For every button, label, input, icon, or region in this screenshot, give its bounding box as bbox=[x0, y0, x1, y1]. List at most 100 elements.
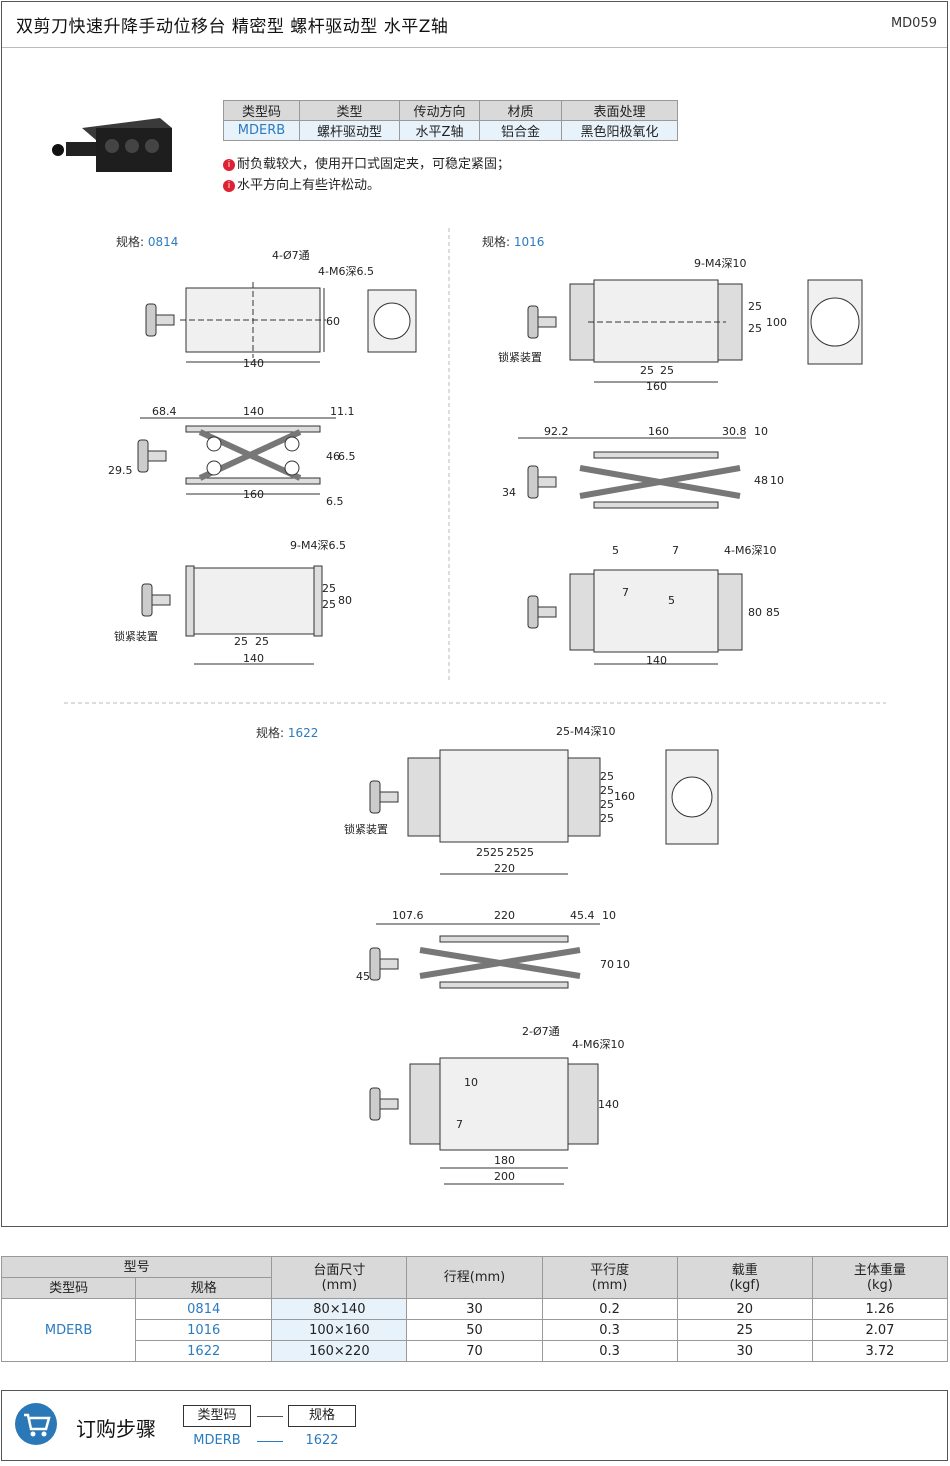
models-table: 型号 台面尺寸 (mm) 行程(mm) 平行度 (mm) 载重 (kgf) 主体… bbox=[0, 1256, 949, 1362]
dim-label: 4-M6深6.5 bbox=[318, 265, 374, 278]
dim-label: 25 bbox=[322, 598, 336, 611]
order-box-spec: 规格 bbox=[288, 1405, 356, 1427]
page-code: MD059 bbox=[890, 16, 937, 31]
models-header-load: 载重 (kgf) bbox=[676, 1256, 813, 1299]
models-spec: 1016 bbox=[135, 1319, 273, 1341]
spec-label-1016: 规格: 1016 bbox=[482, 235, 545, 249]
dim-label: 220 bbox=[494, 909, 515, 922]
table-row: 1016 100×160 50 0.3 25 2.07 bbox=[2, 1319, 949, 1341]
product-image bbox=[52, 118, 172, 172]
models-type-code: MDERB bbox=[0, 1298, 137, 1362]
dim-label: 80 bbox=[338, 594, 352, 607]
dim-label: 45.4 bbox=[570, 909, 595, 922]
dim-label: 25 bbox=[255, 635, 269, 648]
drawing-1016-top bbox=[527, 279, 743, 383]
order-box-type-code: 类型码 bbox=[183, 1405, 251, 1427]
models-stroke: 70 bbox=[406, 1340, 543, 1362]
dim-label: 25 bbox=[506, 846, 520, 859]
models-header-group: 型号 bbox=[0, 1256, 273, 1278]
models-parallel: 0.2 bbox=[541, 1298, 678, 1320]
dim-label: 10 bbox=[770, 474, 784, 487]
dim-label: 140 bbox=[646, 654, 667, 667]
models-load: 20 bbox=[676, 1298, 813, 1320]
dim-label: 10 bbox=[616, 958, 630, 971]
dim-label: 25 bbox=[234, 635, 248, 648]
order-value-type-code: MDERB bbox=[193, 1433, 241, 1448]
cart-icon bbox=[15, 1403, 57, 1445]
models-spec: 1622 bbox=[135, 1340, 273, 1362]
dim-label: 70 bbox=[600, 958, 614, 971]
models-load: 25 bbox=[676, 1319, 813, 1341]
dim-label: 25 bbox=[490, 846, 504, 859]
dim-label: 25 bbox=[322, 582, 336, 595]
dim-label: 140 bbox=[243, 405, 264, 418]
main-frame: 双剪刀快速升降手动位移台 精密型 螺杆驱动型 水平Z轴 MD059 bbox=[1, 1, 948, 1227]
models-load: 30 bbox=[676, 1340, 813, 1362]
dim-label: 7 bbox=[672, 544, 679, 557]
order-title: 订购步骤 bbox=[76, 1417, 156, 1441]
spec-label-0814: 规格: 0814 bbox=[116, 235, 179, 249]
dim-label: 160 bbox=[243, 488, 264, 501]
dim-label: 25 bbox=[520, 846, 534, 859]
dim-label: 10 bbox=[602, 909, 616, 922]
models-header-stroke: 行程(mm) bbox=[406, 1256, 543, 1299]
note-2-text: 水平方向上有些许松动。 bbox=[237, 178, 381, 193]
dim-label: 锁紧装置 bbox=[344, 822, 388, 836]
dim-label: 46 bbox=[326, 450, 340, 463]
product-photo bbox=[52, 118, 172, 172]
models-stroke: 30 bbox=[406, 1298, 543, 1320]
dim-label: 25 bbox=[660, 364, 674, 377]
dim-label: 25 bbox=[600, 812, 614, 825]
dim-label: 9-M4深6.5 bbox=[290, 539, 346, 552]
dim-label: 140 bbox=[243, 652, 264, 665]
dim-label: 92.2 bbox=[544, 425, 569, 438]
models-header-spec: 规格 bbox=[135, 1277, 273, 1299]
models-size: 100×160 bbox=[271, 1319, 408, 1341]
note-1-text: 耐负载较大，使用开口式固定夹，可稳定紧固； bbox=[237, 157, 511, 172]
models-header-weight: 主体重量 (kg) bbox=[811, 1256, 949, 1299]
spec-label-1622: 规格: 1622 bbox=[256, 726, 319, 740]
dim-label: 11.1 bbox=[330, 405, 355, 418]
order-separator bbox=[257, 1441, 283, 1442]
dim-label: 25 bbox=[748, 300, 762, 313]
models-weight: 3.72 bbox=[811, 1340, 949, 1362]
dim-label: 10 bbox=[754, 425, 768, 438]
spec-cell-type-code: MDERB bbox=[223, 120, 300, 141]
order-steps: 订购步骤 类型码 规格 MDERB 1622 bbox=[1, 1390, 948, 1461]
dim-label: 4-Ø7通 bbox=[272, 249, 310, 262]
dim-label: 80 bbox=[748, 606, 762, 619]
dim-label: 6.5 bbox=[326, 495, 344, 508]
dim-label: 160 bbox=[614, 790, 635, 803]
dim-label: 4-M6深10 bbox=[572, 1038, 624, 1051]
spec-label-value: 0814 bbox=[147, 235, 179, 249]
drawing-1016-side bbox=[518, 437, 746, 509]
models-header-size: 台面尺寸 (mm) bbox=[271, 1256, 408, 1299]
drawing-1622-bottom bbox=[369, 1057, 599, 1185]
dim-label: 160 bbox=[648, 425, 669, 438]
models-weight: 1.26 bbox=[811, 1298, 949, 1320]
drawing-1016-end bbox=[807, 279, 863, 365]
spec-header-direction: 传动方向 bbox=[399, 100, 480, 121]
dim-label: 7 bbox=[622, 586, 629, 599]
spec-cell-type: 螺杆驱动型 bbox=[299, 120, 400, 141]
spec-header-type-code: 类型码 bbox=[223, 100, 300, 121]
dim-label: 140 bbox=[598, 1098, 619, 1111]
models-size: 160×220 bbox=[271, 1340, 408, 1362]
models-parallel: 0.3 bbox=[541, 1319, 678, 1341]
dim-label: 25 bbox=[600, 798, 614, 811]
models-size: 80×140 bbox=[271, 1298, 408, 1320]
dim-label: 25 bbox=[640, 364, 654, 377]
spec-cell-finish: 黑色阳极氧化 bbox=[561, 120, 678, 141]
dim-label: 34 bbox=[502, 486, 516, 499]
dim-label: 25-M4深10 bbox=[556, 725, 615, 738]
dim-label: 29.5 bbox=[108, 464, 133, 477]
dim-label: 140 bbox=[243, 357, 264, 370]
drawing-0814-side bbox=[137, 417, 336, 495]
dim-label: 25 bbox=[748, 322, 762, 335]
dim-label: 85 bbox=[766, 606, 780, 619]
drawing-1622-end bbox=[665, 749, 719, 845]
drawing-0814-bottom bbox=[141, 565, 323, 665]
spec-cell-direction: 水平Z轴 bbox=[399, 120, 480, 141]
